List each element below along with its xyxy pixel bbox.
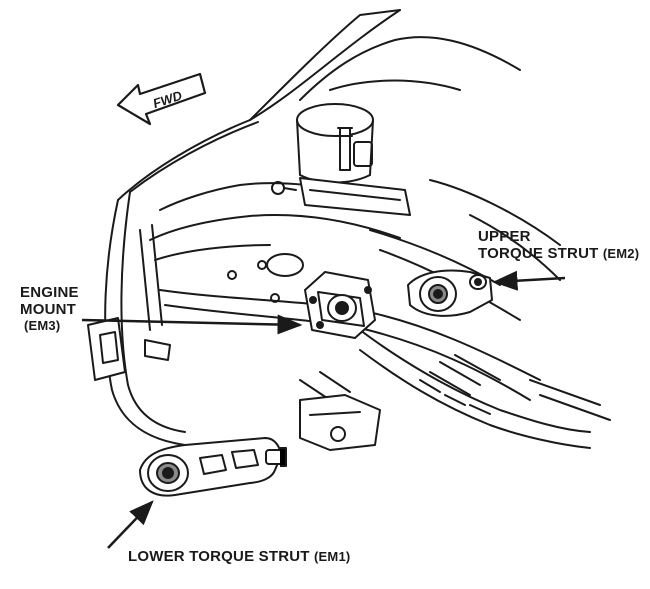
- fender-structure: [87, 9, 611, 451]
- upper-torque-strut-label: UPPER TORQUE STRUT (EM2): [478, 228, 639, 262]
- engine-mount-label: ENGINE MOUNT (EM3): [20, 284, 79, 333]
- lower-torque-strut-em1-part: [139, 437, 287, 497]
- lower-strut-text: LOWER TORQUE STRUT: [128, 548, 310, 565]
- leader-arrows: [81, 270, 566, 549]
- upper-torque-strut-em2-part: [407, 269, 493, 317]
- fwd-arrow-icon: FWD: [116, 72, 207, 126]
- engine-mount-line1: ENGINE: [20, 284, 79, 301]
- engine-mount-em3-part: [304, 271, 376, 339]
- upper-strut-code: (EM2): [602, 246, 640, 261]
- lower-strut-code: (EM1): [314, 549, 351, 564]
- engine-mount-line2: MOUNT: [20, 301, 76, 318]
- upper-strut-line1: UPPER: [478, 228, 531, 245]
- engine-mount-arrow-icon: [81, 314, 303, 335]
- lower-torque-strut-label: LOWER TORQUE STRUT (EM1): [128, 548, 350, 565]
- upper-strut-arrow-icon: [492, 270, 566, 291]
- lower-strut-arrow-icon: [107, 500, 154, 549]
- upper-strut-line2: TORQUE STRUT: [478, 245, 599, 262]
- engine-mount-code: (EM3): [24, 318, 61, 333]
